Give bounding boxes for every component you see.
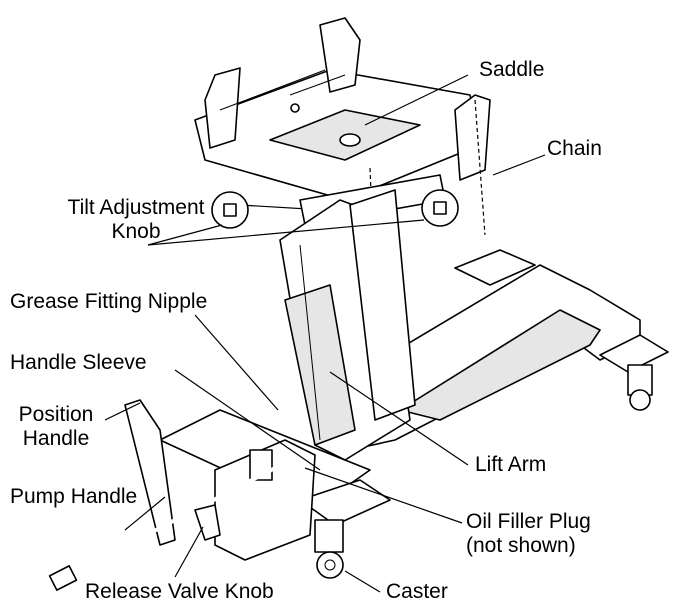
- label-pump-handle: Pump Handle: [10, 485, 138, 508]
- leader-grease: [194, 314, 279, 411]
- lift-arm-graphic: [279, 189, 416, 461]
- label-position-handle: Position Handle: [8, 403, 104, 451]
- label-chain: Chain: [547, 137, 602, 160]
- leader-lines: [104, 74, 546, 593]
- label-oil-filler-plug: Oil Filler Plug (not shown): [466, 510, 591, 558]
- leader-position: [104, 402, 141, 421]
- pump-assembly: [48, 399, 316, 591]
- leader-caster: [344, 570, 381, 593]
- label-oil-line2: (not shown): [466, 534, 576, 558]
- front-caster: [314, 519, 344, 579]
- label-grease-fitting-nipple: Grease Fitting Nipple: [10, 290, 208, 313]
- leader-saddle: [364, 74, 469, 126]
- rear-caster: [627, 364, 653, 411]
- label-tilt-adjustment-knob: Tilt Adjustment Knob: [41, 196, 231, 244]
- label-tilt-line2: Knob: [111, 220, 161, 244]
- label-handle-sleeve: Handle Sleeve: [10, 351, 147, 374]
- saddle-assembly: [194, 17, 491, 201]
- leader-tilt-right: [147, 219, 425, 246]
- label-tilt-line1: Tilt Adjustment: [67, 196, 205, 219]
- label-saddle: Saddle: [479, 58, 545, 81]
- label-lift-arm: Lift Arm: [475, 453, 547, 476]
- leader-oil: [304, 467, 463, 524]
- label-position-line1: Position: [18, 403, 94, 426]
- leader-tilt-left: [147, 224, 223, 246]
- leader-pump: [124, 496, 166, 531]
- label-position-line2: Handle: [22, 427, 90, 451]
- leader-chain: [492, 154, 546, 176]
- label-oil-line1: Oil Filler Plug: [466, 510, 591, 533]
- label-caster: Caster: [386, 580, 448, 603]
- leader-lift-arm: [329, 371, 469, 466]
- label-release-valve-knob: Release Valve Knob: [85, 580, 274, 603]
- leader-release: [174, 526, 204, 578]
- leader-handle-sleeve: [174, 369, 321, 471]
